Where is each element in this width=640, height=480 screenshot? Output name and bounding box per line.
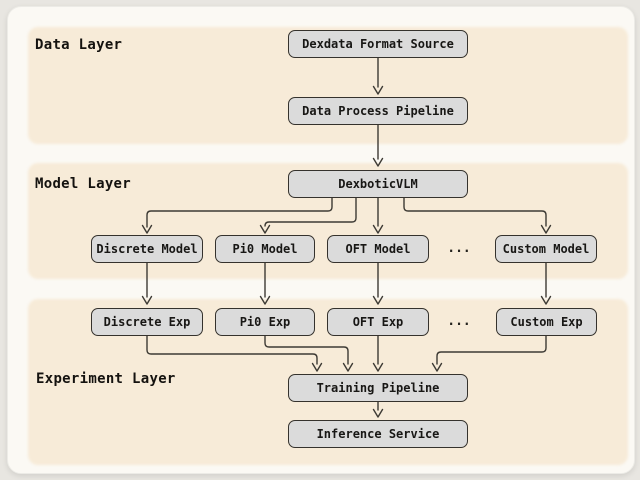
node-dexbotic-vlm: DexboticVLM — [288, 170, 468, 198]
label-experiment-layer: Experiment Layer — [36, 371, 176, 387]
model-row-ellipsis: ... — [447, 241, 471, 256]
node-oft-exp: OFT Exp — [327, 308, 429, 336]
label-model-layer: Model Layer — [35, 176, 132, 192]
node-custom-model: Custom Model — [495, 235, 597, 263]
node-discrete-model: Discrete Model — [91, 235, 203, 263]
node-dexdata-format-source: Dexdata Format Source — [288, 30, 468, 58]
label-data-layer: Data Layer — [35, 37, 123, 53]
experiment-row-ellipsis: ... — [447, 314, 471, 329]
node-data-process-pipeline: Data Process Pipeline — [288, 97, 468, 125]
node-inference-service: Inference Service — [288, 420, 468, 448]
node-discrete-exp: Discrete Exp — [91, 308, 203, 336]
node-oft-model: OFT Model — [327, 235, 429, 263]
node-training-pipeline: Training Pipeline — [288, 374, 468, 402]
node-custom-exp: Custom Exp — [496, 308, 597, 336]
node-pi0-exp: Pi0 Exp — [215, 308, 315, 336]
node-pi0-model: Pi0 Model — [215, 235, 315, 263]
